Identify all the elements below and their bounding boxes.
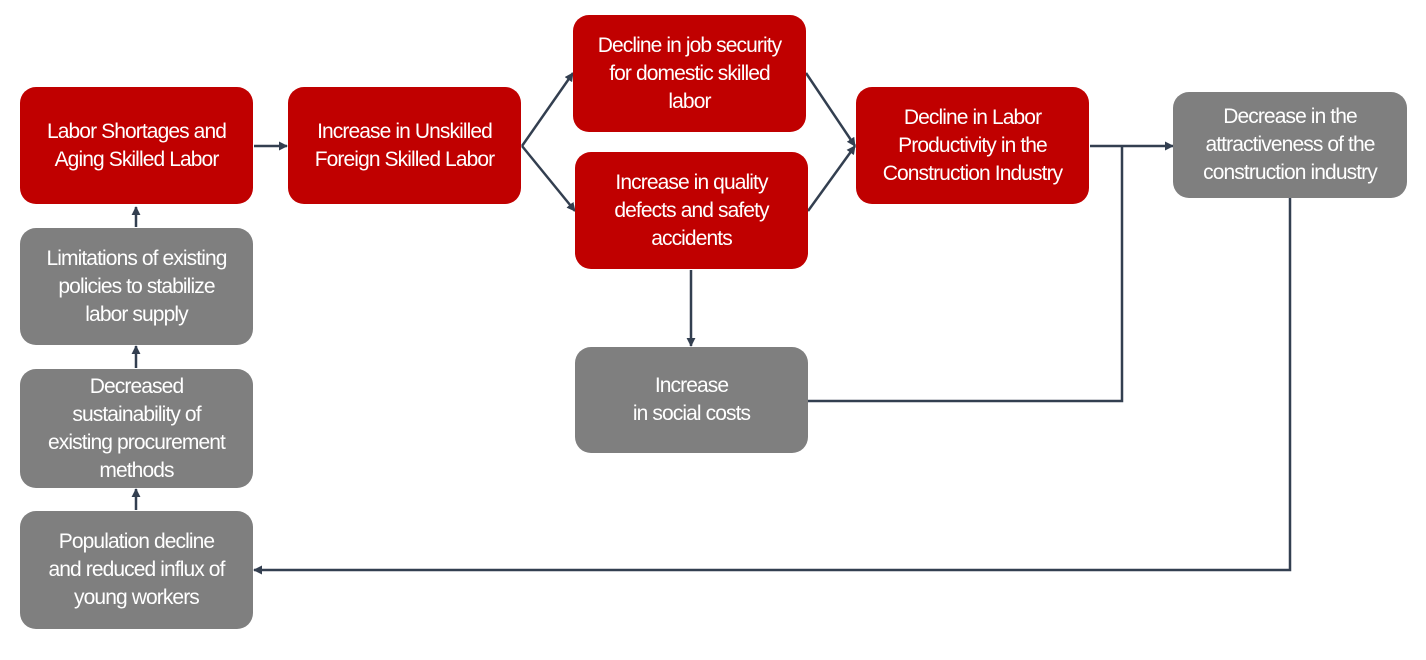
node-quality-defects: Increase in quality defects and safety a…: [575, 152, 808, 269]
arrow-attractiveness-to-population: [253, 198, 1292, 575]
arrow-unskilled-to-quality: [521, 145, 576, 212]
arrow-job-security-to-productivity: [804, 72, 857, 147]
arrow-unskilled-to-job-security: [520, 72, 575, 147]
node-social-costs: Increase in social costs: [575, 347, 808, 453]
node-procurement-methods: Decreased sustainability of existing pro…: [20, 369, 253, 488]
node-unskilled-foreign-labor: Increase in Unskilled Foreign Skilled La…: [288, 87, 521, 204]
node-labor-shortages: Labor Shortages and Aging Skilled Labor: [20, 87, 253, 204]
node-job-security: Decline in job security for domestic ski…: [573, 15, 806, 132]
line-social-costs-to-junction: [808, 146, 1124, 403]
arrow-quality-to-productivity: [806, 145, 857, 212]
node-existing-policies: Limitations of existing policies to stab…: [20, 228, 253, 345]
node-labor-productivity: Decline in Labor Productivity in the Con…: [856, 87, 1089, 204]
node-attractiveness: Decrease in the attractiveness of the co…: [1173, 92, 1407, 198]
node-population-decline: Population decline and reduced influx of…: [20, 511, 253, 629]
